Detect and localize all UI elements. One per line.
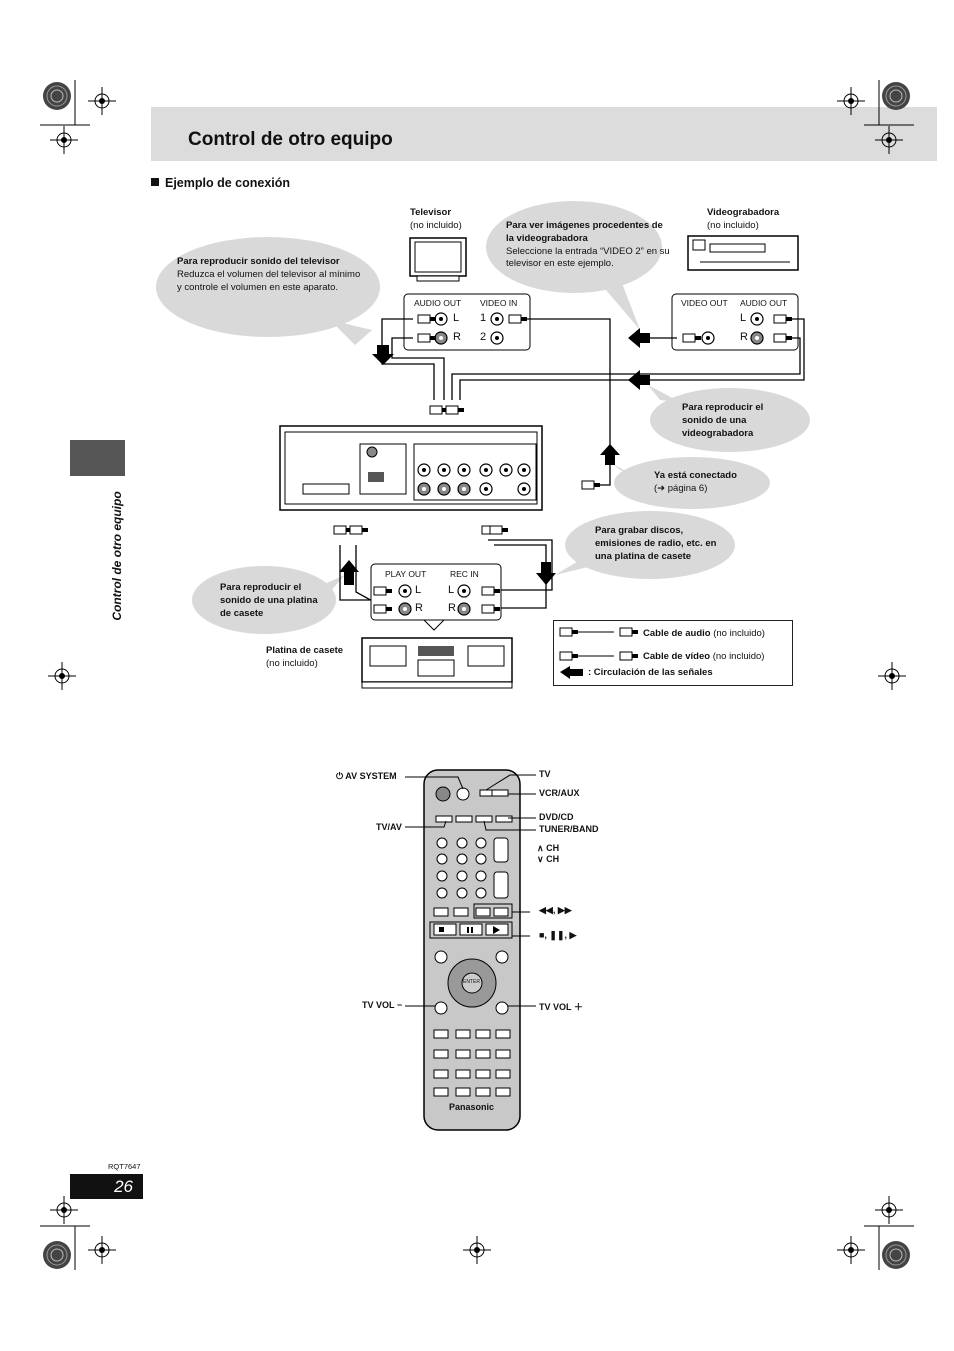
bubble-shapes [156,201,810,634]
vcr-r-label: R [740,331,748,343]
bubble-cassette-sound-title: Para reproducir el sonido de una platina… [220,582,318,619]
remote-dvd-cd-label: DVD/CD [539,812,574,822]
main-unit-rear [279,405,601,535]
bubble-record-title: Para grabar discos, emisiones de radio, … [595,525,717,562]
play-out-label: PLAY OUT [385,569,427,579]
remote-body [423,769,521,1131]
vcr-audio-out-label: AUDIO OUT [740,298,788,308]
remote-av-system-label: ⏻ AV SYSTEM [336,771,397,781]
remote-transport-label: ■, ❚❚, ▶ [539,930,577,940]
rec-r-label: R [448,602,456,614]
legend-arrow-icon [560,666,583,679]
tv-label: Televisor(no incluido) [410,207,462,233]
cassette-deck-illustration [361,637,513,689]
remote-tv-vol-minus-label: TV VOL − [362,1000,403,1010]
vcr-l-label: L [740,312,747,324]
cassette-note: (no incluido) [266,657,318,669]
tv-in2-label: 2 [480,331,487,343]
section-heading: Ejemplo de conexión [151,176,290,190]
crop-marks [40,80,914,1270]
cassette-name: Platina de casete [266,645,344,656]
cassette-label: Platina de casete(no incluido) [266,645,343,671]
tv-l-label: L [453,312,460,324]
vcr-name: Videograbadora [707,207,780,218]
vcr-video-out-label: VIDEO OUT [681,298,728,308]
vcr-note: (no incluido) [707,219,759,231]
rec-l-label: L [448,584,455,596]
bubble-tv-sound-title: Para reproducir sonido del televisor [177,256,340,267]
vcr-label: Videograbadora(no incluido) [707,207,779,233]
remote-skip-label: ◀◀, ▶▶ [539,905,572,915]
remote-brand-logo: Panasonic [449,1102,495,1112]
remote-pointer-lines [405,774,536,1007]
vcr-illustration [687,235,799,271]
remote-tv-vol-plus-label: TV VOL ＋ [539,1002,583,1012]
tv-in1-label: 1 [480,312,487,324]
title-bar: Control de otro equipo [151,107,937,161]
bubble-tv-sound-text: Reduzca el volumen del televisor al míni… [177,268,361,293]
bubble-vcr-sound-title: Para reproducir el sonido de una videogr… [682,402,764,439]
legend-audio-label: Cable de audio [643,628,711,639]
remote-tv-label: TV [539,769,551,779]
tv-illustration [409,237,467,282]
section-heading-text: Ejemplo de conexión [165,176,291,190]
tv-name: Televisor [410,207,452,218]
legend-signal: : Circulación de las señales [588,667,713,678]
play-r-label: R [415,602,423,614]
bubble-connected-text: (➜ página 6) [654,482,708,494]
doc-code: RQT7647 [108,1162,141,1171]
tv-note: (no incluido) [410,219,462,231]
bubble-connected: Ya está conectado(➜ página 6) [654,470,764,496]
signal-arrows [339,328,650,585]
page-title: Control de otro equipo [188,129,393,150]
av-system-text: AV SYSTEM [345,771,397,781]
legend-video: Cable de vídeo (no incluido) [643,651,764,662]
remote-tuner-band-label: TUNER/BAND [539,824,599,834]
tv-audio-out-label: AUDIO OUT [414,298,462,308]
play-l-label: L [415,584,422,596]
legend-audio-note: (no incluido) [713,628,765,639]
tv-video-in-label: VIDEO IN [480,298,518,308]
bubble-vcr-images-text: Seleccione la entrada “VIDEO 2” en su te… [506,245,670,270]
remote-ch-up-label: ∧ CH [537,843,560,853]
bubble-cassette-sound: Para reproducir el sonido de una platina… [220,582,320,620]
remote-enter-button: ENTER [463,979,480,985]
remote-ch-down-label: ∨ CH [537,854,560,864]
tv-r-label: R [453,331,461,343]
bubble-connected-title: Ya está conectado [654,470,737,481]
side-tab [70,440,125,476]
cables [339,318,805,609]
page-number: 26 [70,1174,143,1199]
square-bullet-icon [151,178,159,186]
bubble-vcr-images: Para ver imágenes procedentes de la vide… [506,220,671,271]
bubble-vcr-sound: Para reproducir el sonido de una videogr… [682,402,792,440]
bubble-record: Para grabar discos, emisiones de radio, … [595,525,725,563]
legend-box: Cable de audio (no incluido) Cable de ví… [553,620,793,686]
legend-video-label: Cable de vídeo [643,651,711,662]
rec-in-label: REC IN [450,569,479,579]
legend-video-note: (no incluido) [712,651,765,662]
remote-vcr-aux-label: VCR/AUX [539,788,580,798]
remote-tv-av-label: TV/AV [376,822,402,832]
legend-audio: Cable de audio (no incluido) [643,628,765,639]
bubble-vcr-images-title: Para ver imágenes procedentes de la vide… [506,220,663,244]
